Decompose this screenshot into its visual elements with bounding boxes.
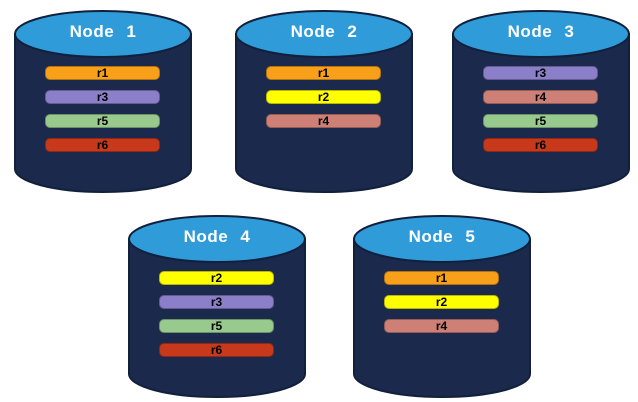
database-node-5: Node 5 r1 r2 r4	[352, 213, 532, 399]
replica-bar-r6: r6	[159, 343, 274, 357]
replica-bar-list: r1 r2 r4	[384, 271, 499, 333]
replica-bar-r3: r3	[483, 66, 598, 80]
replica-bar-r3: r3	[159, 295, 274, 309]
node-label-4: Node 4	[183, 227, 251, 246]
replica-bar-r1: r1	[266, 66, 381, 80]
replica-bar-r5: r5	[45, 114, 160, 128]
replica-bar-list: r3 r4 r5 r6	[483, 66, 598, 152]
replica-bar-r5: r5	[483, 114, 598, 128]
replica-bar-list: r1 r3 r5 r6	[45, 66, 160, 152]
replica-bar-r3: r3	[45, 90, 160, 104]
replica-bar-r2: r2	[384, 295, 499, 309]
replica-bar-r4: r4	[266, 114, 381, 128]
replica-bar-r6: r6	[483, 138, 598, 152]
replica-bar-r1: r1	[384, 271, 499, 285]
replica-bar-r4: r4	[384, 319, 499, 333]
database-node-3: Node 3 r3 r4 r5 r6	[451, 8, 631, 194]
replica-bar-r4: r4	[483, 90, 598, 104]
replica-bar-r1: r1	[45, 66, 160, 80]
node-label-3: Node 3	[507, 22, 575, 41]
replica-bar-r2: r2	[159, 271, 274, 285]
replica-bar-r2: r2	[266, 90, 381, 104]
database-node-2: Node 2 r1 r2 r4	[234, 8, 414, 194]
replica-bar-list: r1 r2 r4	[266, 66, 381, 128]
node-label-2: Node 2	[290, 22, 358, 41]
database-node-1: Node 1 r1 r3 r5 r6	[13, 8, 193, 194]
replica-bar-r6: r6	[45, 138, 160, 152]
node-label-1: Node 1	[69, 22, 137, 41]
database-node-4: Node 4 r2 r3 r5 r6	[127, 213, 307, 399]
replica-bar-r5: r5	[159, 319, 274, 333]
node-label-5: Node 5	[408, 227, 476, 246]
replica-bar-list: r2 r3 r5 r6	[159, 271, 274, 357]
